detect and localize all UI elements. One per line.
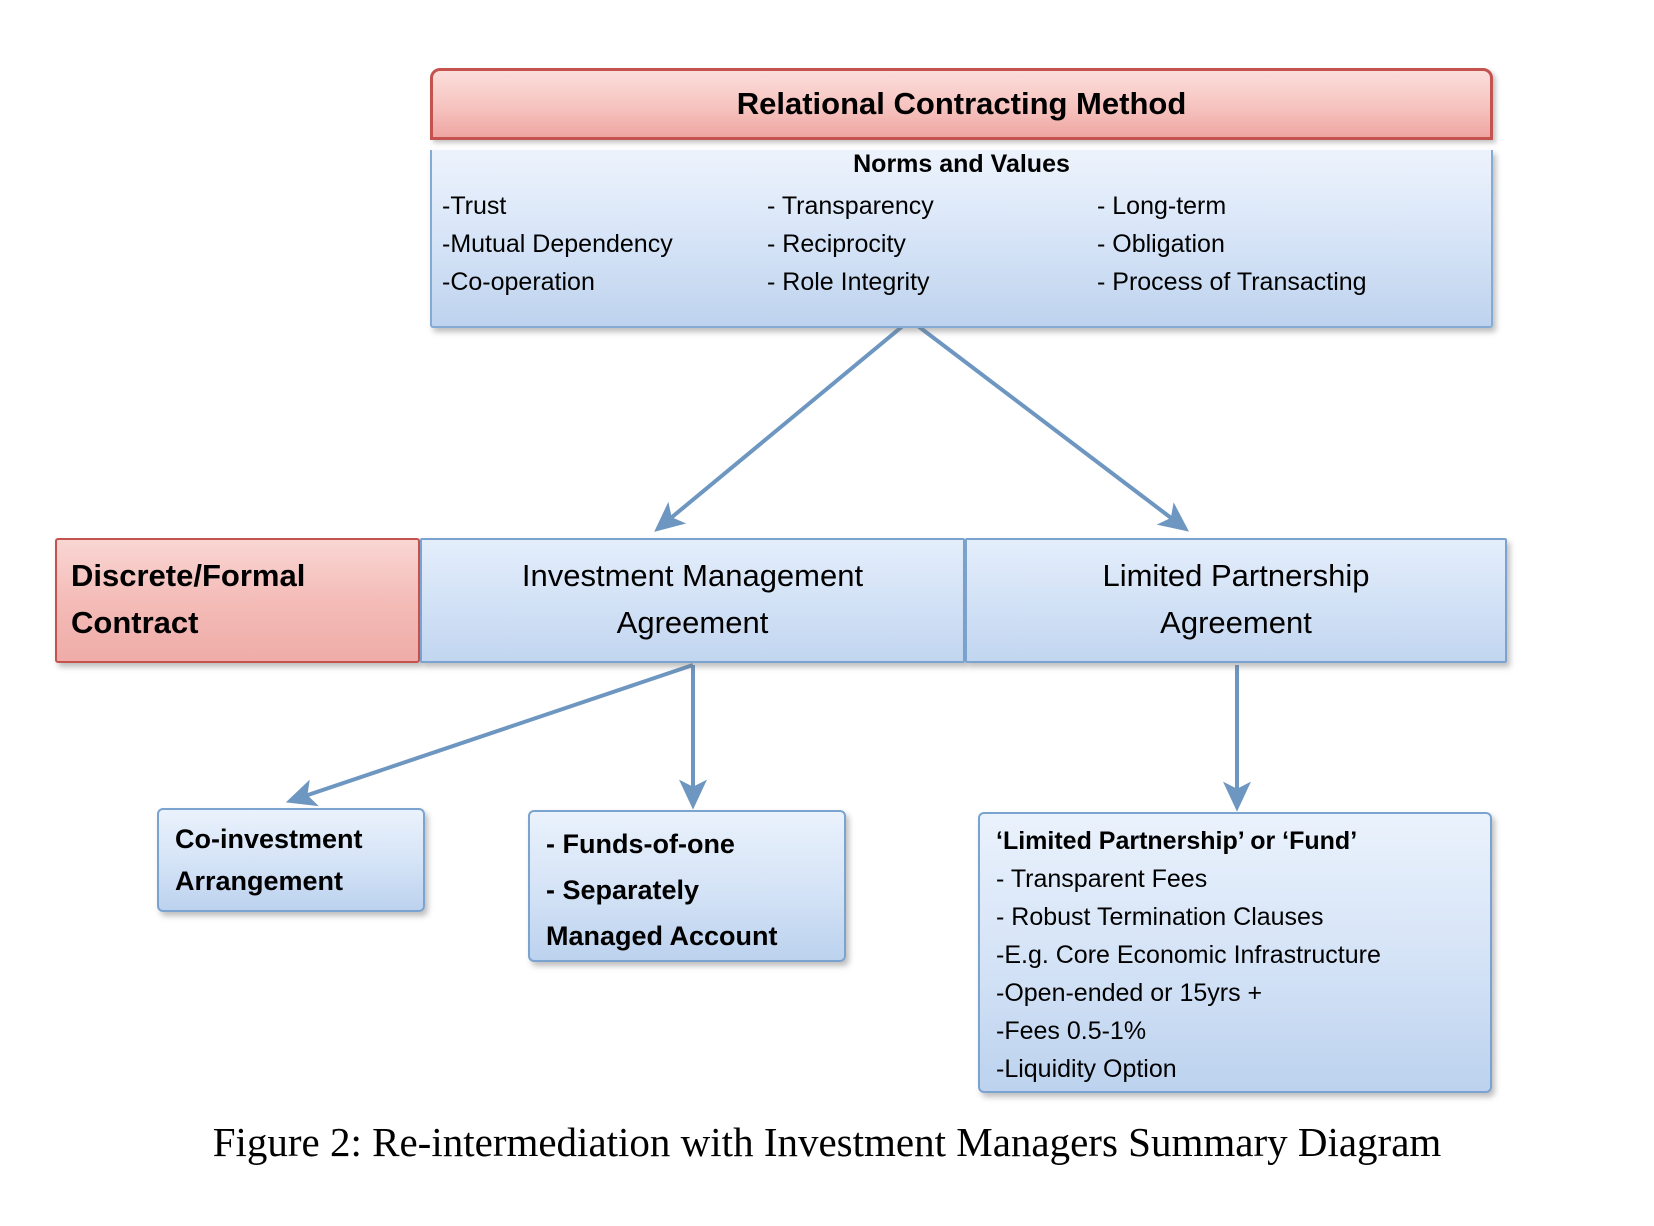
co-investment-arrangement-box: Co-investment Arrangement: [157, 808, 425, 912]
fund-box-item: -Open-ended or 15yrs +: [996, 979, 1263, 1007]
co-investment-line1: Co-investment: [175, 824, 363, 854]
figure-caption: Figure 2: Re-intermediation with Investm…: [212, 1119, 1442, 1165]
discrete-formal-line1: Discrete/Formal: [71, 558, 306, 593]
relational-contracting-box: Relational Contracting Method Norms and …: [430, 68, 1493, 328]
funds-item: - Funds-of-one: [546, 829, 735, 859]
norm-item: - Obligation: [1097, 230, 1225, 258]
lpa-line2: Agreement: [1160, 605, 1312, 640]
fund-box-item: - Transparent Fees: [996, 865, 1208, 893]
norms-grid: -Trust -Mutual Dependency -Co-operation …: [432, 179, 1491, 301]
investment-management-agreement-box: Investment Management Agreement: [420, 538, 965, 663]
norm-item: - Reciprocity: [767, 230, 906, 258]
fund-box-item: -E.g. Core Economic Infrastructure: [996, 941, 1381, 969]
funds-item: Managed Account: [546, 921, 778, 951]
norm-item: -Co-operation: [442, 268, 595, 296]
funds-of-one-box: - Funds-of-one - Separately Managed Acco…: [528, 810, 846, 962]
ima-line1: Investment Management: [521, 558, 864, 593]
fund-box-header: ‘Limited Partnership’ or ‘Fund’: [996, 827, 1358, 855]
norms-and-values-panel: Norms and Values -Trust -Mutual Dependen…: [430, 150, 1493, 328]
norm-item: - Long-term: [1097, 192, 1227, 220]
norms-column-3: - Long-term - Obligation - Process of Tr…: [1097, 187, 1485, 301]
norms-column-2: - Transparency - Reciprocity - Role Inte…: [767, 187, 1097, 301]
fund-box-item: -Liquidity Option: [996, 1055, 1177, 1083]
lpa-line1: Limited Partnership: [1102, 558, 1370, 593]
fund-box-item: - Robust Termination Clauses: [996, 903, 1324, 931]
norm-item: - Transparency: [767, 192, 934, 220]
norm-item: - Role Integrity: [767, 268, 930, 296]
ima-line2: Agreement: [616, 605, 769, 640]
funds-item: - Separately: [546, 875, 700, 905]
discrete-formal-contract-box: Discrete/Formal Contract: [55, 538, 420, 663]
relational-contracting-title: Relational Contracting Method: [736, 86, 1187, 121]
norm-item: -Mutual Dependency: [442, 230, 673, 258]
arrow-top-to-investment-management: [654, 318, 912, 532]
discrete-formal-line2: Contract: [71, 605, 199, 640]
norm-item: -Trust: [442, 192, 507, 220]
fund-box-item: -Fees 0.5-1%: [996, 1017, 1147, 1045]
arrow-ima-to-co-investment: [285, 663, 694, 807]
limited-partnership-agreement-box: Limited Partnership Agreement: [965, 538, 1507, 663]
norm-item: - Process of Transacting: [1097, 268, 1367, 296]
norms-column-1: -Trust -Mutual Dependency -Co-operation: [442, 187, 767, 301]
limited-partnership-fund-box: ‘Limited Partnership’ or ‘Fund’ - Transp…: [978, 812, 1492, 1093]
arrow-top-to-limited-partnership: [908, 318, 1190, 532]
norms-and-values-title: Norms and Values: [853, 150, 1070, 178]
relational-contracting-header: Relational Contracting Method: [430, 68, 1493, 140]
co-investment-line2: Arrangement: [175, 866, 344, 896]
